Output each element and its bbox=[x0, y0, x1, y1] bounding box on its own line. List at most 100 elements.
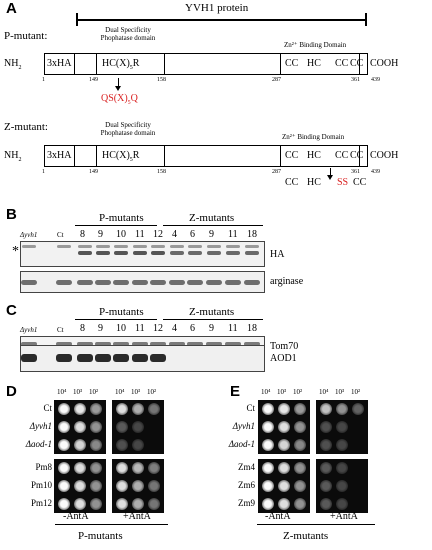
ha-upper-band bbox=[114, 245, 128, 248]
tom70-band bbox=[206, 342, 222, 346]
dilution-label: 10² bbox=[89, 388, 99, 396]
z-mutation-arrow-shaft bbox=[330, 168, 332, 176]
p-tag-label: 3xHA bbox=[47, 58, 72, 69]
z-phosphatase-domain-label: Dual Specificity Phophatase domain bbox=[100, 121, 156, 137]
c-lane-dyvh1: Δyvh1 bbox=[20, 326, 38, 334]
dilution-label: 10² bbox=[147, 388, 157, 396]
yeast-spot bbox=[148, 480, 160, 492]
p-motif-label: HC(X)5R bbox=[102, 58, 140, 71]
z-pos-1: 1 bbox=[42, 169, 45, 175]
p-cc2-label: CC bbox=[335, 58, 349, 69]
yeast-spot bbox=[278, 480, 290, 492]
ha-band bbox=[114, 251, 128, 255]
tom70-band bbox=[77, 342, 93, 346]
aod1-band bbox=[132, 354, 148, 362]
ha-upper-band bbox=[57, 245, 71, 248]
e-footer-label: Z-mutants bbox=[283, 530, 329, 542]
arginase-band bbox=[244, 280, 260, 285]
z-mutation-label: SS bbox=[337, 177, 349, 188]
p-pos-1: 1 bbox=[42, 77, 45, 83]
arginase-band bbox=[56, 280, 72, 285]
yeast-spot bbox=[58, 498, 70, 510]
ha-band bbox=[170, 251, 184, 255]
b-group-p: P-mutants bbox=[99, 212, 144, 224]
b-lane-ct: Ct bbox=[57, 231, 64, 239]
ha-upper-band bbox=[226, 245, 240, 248]
z-hc-label: HC bbox=[307, 150, 321, 161]
dilution-label: 10⁴ bbox=[57, 388, 67, 396]
arginase-band bbox=[113, 280, 129, 285]
yeast-spot bbox=[278, 462, 290, 474]
dilution-label: 10² bbox=[293, 388, 303, 396]
yeast-spot bbox=[294, 480, 306, 492]
lane-label: 10 bbox=[116, 229, 126, 240]
lane-label: 9 bbox=[98, 229, 103, 240]
ha-upper-band bbox=[207, 245, 221, 248]
z-mutant-title: Z-mutant: bbox=[4, 121, 48, 133]
yeast-spot bbox=[90, 480, 102, 492]
ha-band bbox=[207, 251, 221, 255]
lane-label: 11 bbox=[135, 323, 145, 334]
strain-label: Δyvh1 bbox=[232, 421, 255, 431]
arginase-band bbox=[169, 280, 185, 285]
ha-band bbox=[245, 251, 259, 255]
yeast-spot bbox=[148, 403, 160, 415]
arginase-band bbox=[150, 280, 166, 285]
strain-label: Δaod-1 bbox=[25, 439, 52, 449]
d-footer-line bbox=[55, 524, 168, 525]
lane-label: 10 bbox=[116, 323, 126, 334]
p-pos-158: 158 bbox=[157, 77, 166, 83]
arginase-band bbox=[225, 280, 241, 285]
panel-a-letter: A bbox=[6, 0, 17, 17]
p-pos-439: 439 bbox=[371, 77, 380, 83]
yeast-spot bbox=[294, 462, 306, 474]
yeast-spot bbox=[132, 480, 144, 492]
z-pos-361: 361 bbox=[351, 169, 360, 175]
b-group-z-line bbox=[163, 225, 263, 226]
yeast-spot bbox=[278, 498, 290, 510]
b-arginase-blot bbox=[20, 271, 265, 293]
p-pos-149: 149 bbox=[89, 77, 98, 83]
yeast-spot bbox=[320, 403, 332, 415]
aod1-band bbox=[21, 354, 37, 362]
strain-label: Ct bbox=[43, 403, 52, 413]
yeast-spot bbox=[294, 403, 306, 415]
p-mutation-label: QS(X)5Q bbox=[101, 93, 138, 106]
p-cc1-label: CC bbox=[285, 58, 299, 69]
ha-upper-band bbox=[170, 245, 184, 248]
e-cond-plus: +AntA bbox=[330, 511, 358, 522]
lane-label: 6 bbox=[190, 229, 195, 240]
ha-upper-band bbox=[151, 245, 165, 248]
z-mutation-arrow-head bbox=[327, 175, 333, 180]
arginase-band bbox=[132, 280, 148, 285]
tom70-band bbox=[56, 342, 72, 346]
ha-upper-band bbox=[78, 245, 92, 248]
c-group-p: P-mutants bbox=[99, 306, 144, 318]
arginase-band bbox=[21, 280, 37, 285]
p-pos-287: 287 bbox=[272, 77, 281, 83]
protein-label: YVH1 protein bbox=[185, 2, 249, 14]
b-group-z: Z-mutants bbox=[189, 212, 235, 224]
dilution-label: 10² bbox=[351, 388, 361, 396]
p-hc-label: HC bbox=[307, 58, 321, 69]
protein-bracket-left bbox=[76, 13, 78, 26]
yeast-spot bbox=[336, 439, 348, 451]
tom70-band bbox=[150, 342, 166, 346]
b-lane-dyvh1: Δyvh1 bbox=[20, 231, 38, 239]
z-below-cc: CC bbox=[353, 177, 367, 188]
yeast-spot bbox=[74, 439, 86, 451]
lane-label: 9 bbox=[98, 323, 103, 334]
z-pos-149: 149 bbox=[89, 169, 98, 175]
yeast-spot bbox=[336, 462, 348, 474]
arginase-band bbox=[187, 280, 203, 285]
z-cooh-label: COOH bbox=[370, 150, 399, 161]
yeast-spot bbox=[294, 421, 306, 433]
yeast-spot bbox=[320, 421, 332, 433]
c-group-p-line bbox=[75, 319, 157, 320]
p-cc3-label: CC bbox=[350, 58, 364, 69]
yeast-spot bbox=[336, 421, 348, 433]
arginase-band bbox=[206, 280, 222, 285]
tom70-band bbox=[225, 342, 241, 346]
c-group-z-line bbox=[163, 319, 263, 320]
z-pos-439: 439 bbox=[371, 169, 380, 175]
